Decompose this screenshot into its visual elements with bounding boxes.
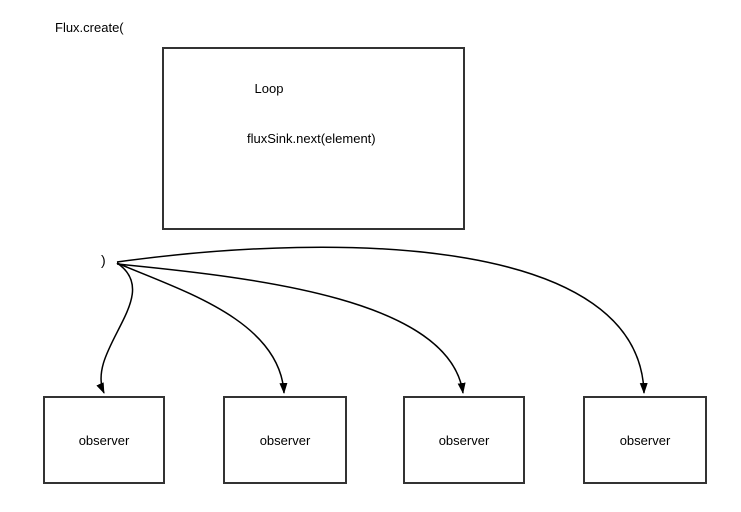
loop-title: Loop: [254, 81, 284, 96]
loop-container-box: [162, 47, 465, 230]
observer-label: observer: [619, 432, 671, 448]
flux-create-label: Flux.create(: [55, 20, 124, 35]
closing-paren-label: ): [101, 252, 106, 268]
arrow-to-observer-1: [96, 262, 134, 394]
observer-box-1: observer: [43, 396, 165, 484]
loop-body-label: fluxSink.next(element): [247, 131, 376, 146]
arrow-to-observer-3: [116, 263, 466, 394]
arrow-to-observer-4: [116, 246, 648, 394]
observer-box-2: observer: [223, 396, 347, 484]
observer-box-4: observer: [583, 396, 707, 484]
observer-label: observer: [78, 432, 130, 448]
arrow-to-observer-2: [116, 262, 288, 394]
observer-box-3: observer: [403, 396, 525, 484]
observer-label: observer: [438, 432, 490, 448]
observer-label: observer: [259, 432, 311, 448]
